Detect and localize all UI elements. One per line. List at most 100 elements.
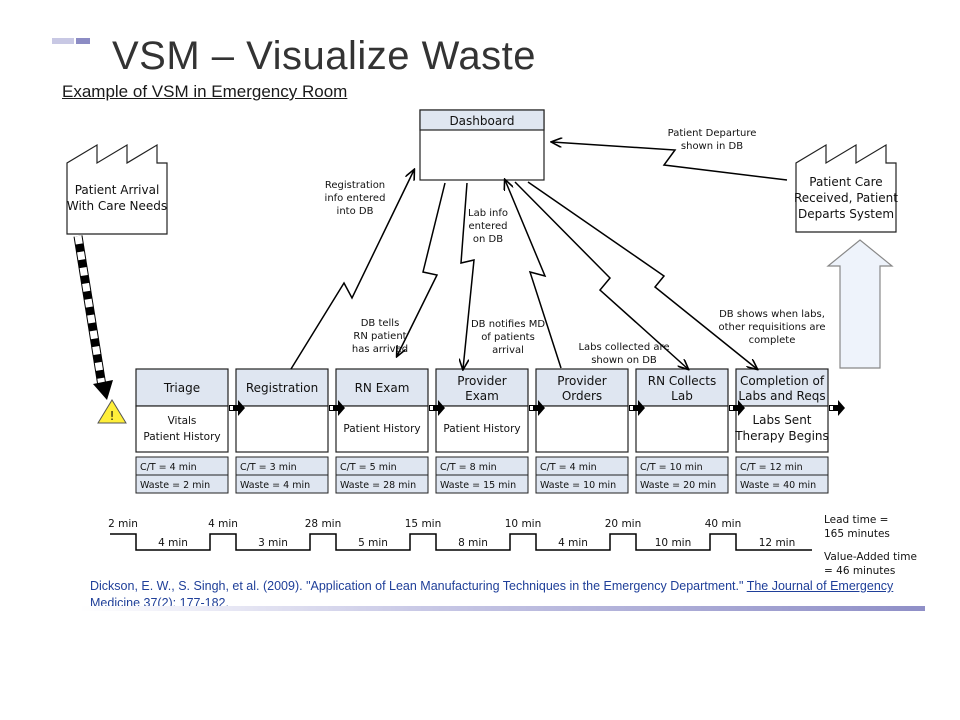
vsm-diagram: Dashboard Patient Arrival With Care Need… [66,109,917,577]
svg-text:Lab info: Lab info [468,208,508,219]
annotation-registration: Registration info entered into DB [325,180,386,217]
push-arrow-icon [429,400,445,416]
value-added-line1: Value-Added time [824,551,917,563]
svg-text:shown on DB: shown on DB [591,355,657,366]
slide-title: VSM – Visualize Waste [112,34,536,78]
info-flow-labs-collected [514,181,688,369]
process-cycle-time: C/T = 5 min [340,462,397,473]
lead-time-line1: Lead time = [824,514,888,526]
timeline-wait-label: 15 min [405,518,442,530]
push-arrow-icon [329,400,345,416]
process-name: RN Collects [648,374,716,388]
process-cycle-time: C/T = 3 min [240,462,297,473]
annotation-db-notifies: DB notifies MD of patients arrival [471,319,545,356]
ship-arrow [826,239,894,369]
process-body-line2: Therapy Begins [734,429,829,443]
info-flow-registration [290,170,414,370]
svg-text:DB tells: DB tells [361,318,400,329]
process-name-line2: Orders [562,389,602,403]
process-waste: Waste = 28 min [340,480,416,491]
timeline-cycle-label: 4 min [558,537,588,549]
push-arrow-icon [529,400,545,416]
supplier-label-line1: Patient Arrival [75,183,160,197]
process-name-line2: Exam [465,389,499,403]
process-body-line2: Patient History [143,431,220,443]
info-flow-departure [552,142,788,181]
citation-text: Dickson, E. W., S. Singh, et al. (2009).… [90,579,747,593]
process-body: Patient History [343,423,420,435]
svg-text:on DB: on DB [473,234,503,245]
info-flow-db-tells [397,182,446,356]
svg-text:!: ! [110,409,115,423]
svg-text:Registration: Registration [325,180,385,191]
process-cycle-time: C/T = 8 min [440,462,497,473]
timeline-cycle-label: 5 min [358,537,388,549]
process-cycle-time: C/T = 12 min [740,462,803,473]
push-arrow-icon [629,400,645,416]
push-arrow-icon [729,400,745,416]
timeline-ladder [110,533,812,551]
process-body: Labs Sent [752,413,811,427]
svg-text:Labs collected are: Labs collected are [578,342,669,353]
svg-text:DB shows when labs,: DB shows when labs, [719,309,825,320]
svg-text:info entered: info entered [325,193,386,204]
annotation-db-tells: DB tells RN patient has arrived [352,318,408,355]
svg-text:other requisitions are: other requisitions are [718,322,825,333]
process-name: Completion of [740,374,825,388]
timeline-cycle-label: 3 min [258,537,288,549]
push-arrow-icon [829,400,845,416]
process-waste: Waste = 40 min [740,480,816,491]
push-arrow-icon [229,400,245,416]
annotation-lab-info: Lab info entered on DB [468,208,508,245]
dashboard-box: Dashboard [419,109,545,181]
svg-text:arrival: arrival [492,345,524,356]
svg-text:shown in DB: shown in DB [681,141,743,152]
slide-subtitle: Example of VSM in Emergency Room [62,82,348,101]
timeline-cycle-label: 8 min [458,537,488,549]
process-name: Triage [163,381,200,395]
info-flow-lines [290,142,788,370]
slide-accent-bar [76,38,90,44]
svg-text:DB notifies MD: DB notifies MD [471,319,545,330]
process-waste: Waste = 15 min [440,480,516,491]
slide-accent-bar [52,38,74,44]
process-name-line2: Labs and Reqs [738,389,825,403]
process-name: RN Exam [355,381,410,395]
process-name: Provider [457,374,506,388]
dashboard-label: Dashboard [449,114,514,128]
value-added-line2: = 46 minutes [824,565,895,577]
annotation-labs-collected: Labs collected are shown on DB [578,342,669,366]
timeline-wait-label: 10 min [505,518,542,530]
process-waste: Waste = 20 min [640,480,716,491]
process-name: Registration [246,381,318,395]
process-waste: Waste = 10 min [540,480,616,491]
supplier-factory: Patient Arrival With Care Needs [66,143,168,235]
svg-text:complete: complete [749,335,796,346]
customer-factory: Patient Care Received, Patient Departs S… [794,143,898,233]
process-name: Provider [557,374,606,388]
supplier-label-line2: With Care Needs [67,199,167,213]
process-name-line2: Lab [671,389,693,403]
timeline-wait-label: 40 min [705,518,742,530]
timeline-wait-label: 2 min [108,518,138,530]
svg-text:into DB: into DB [337,206,374,217]
info-flow-db-shows [527,181,757,369]
customer-label-line3: Departs System [798,207,894,221]
process-body: Vitals [168,415,197,427]
lead-time-line2: 165 minutes [824,528,890,540]
customer-label-line2: Received, Patient [794,191,898,205]
timeline-cycle-label: 10 min [655,537,692,549]
timeline-wait-label: 20 min [605,518,642,530]
timeline-wait-label: 28 min [305,518,342,530]
process-cycle-time: C/T = 4 min [540,462,597,473]
process-waste: Waste = 2 min [140,480,210,491]
svg-text:entered: entered [469,221,508,232]
push-arrow [73,235,113,400]
